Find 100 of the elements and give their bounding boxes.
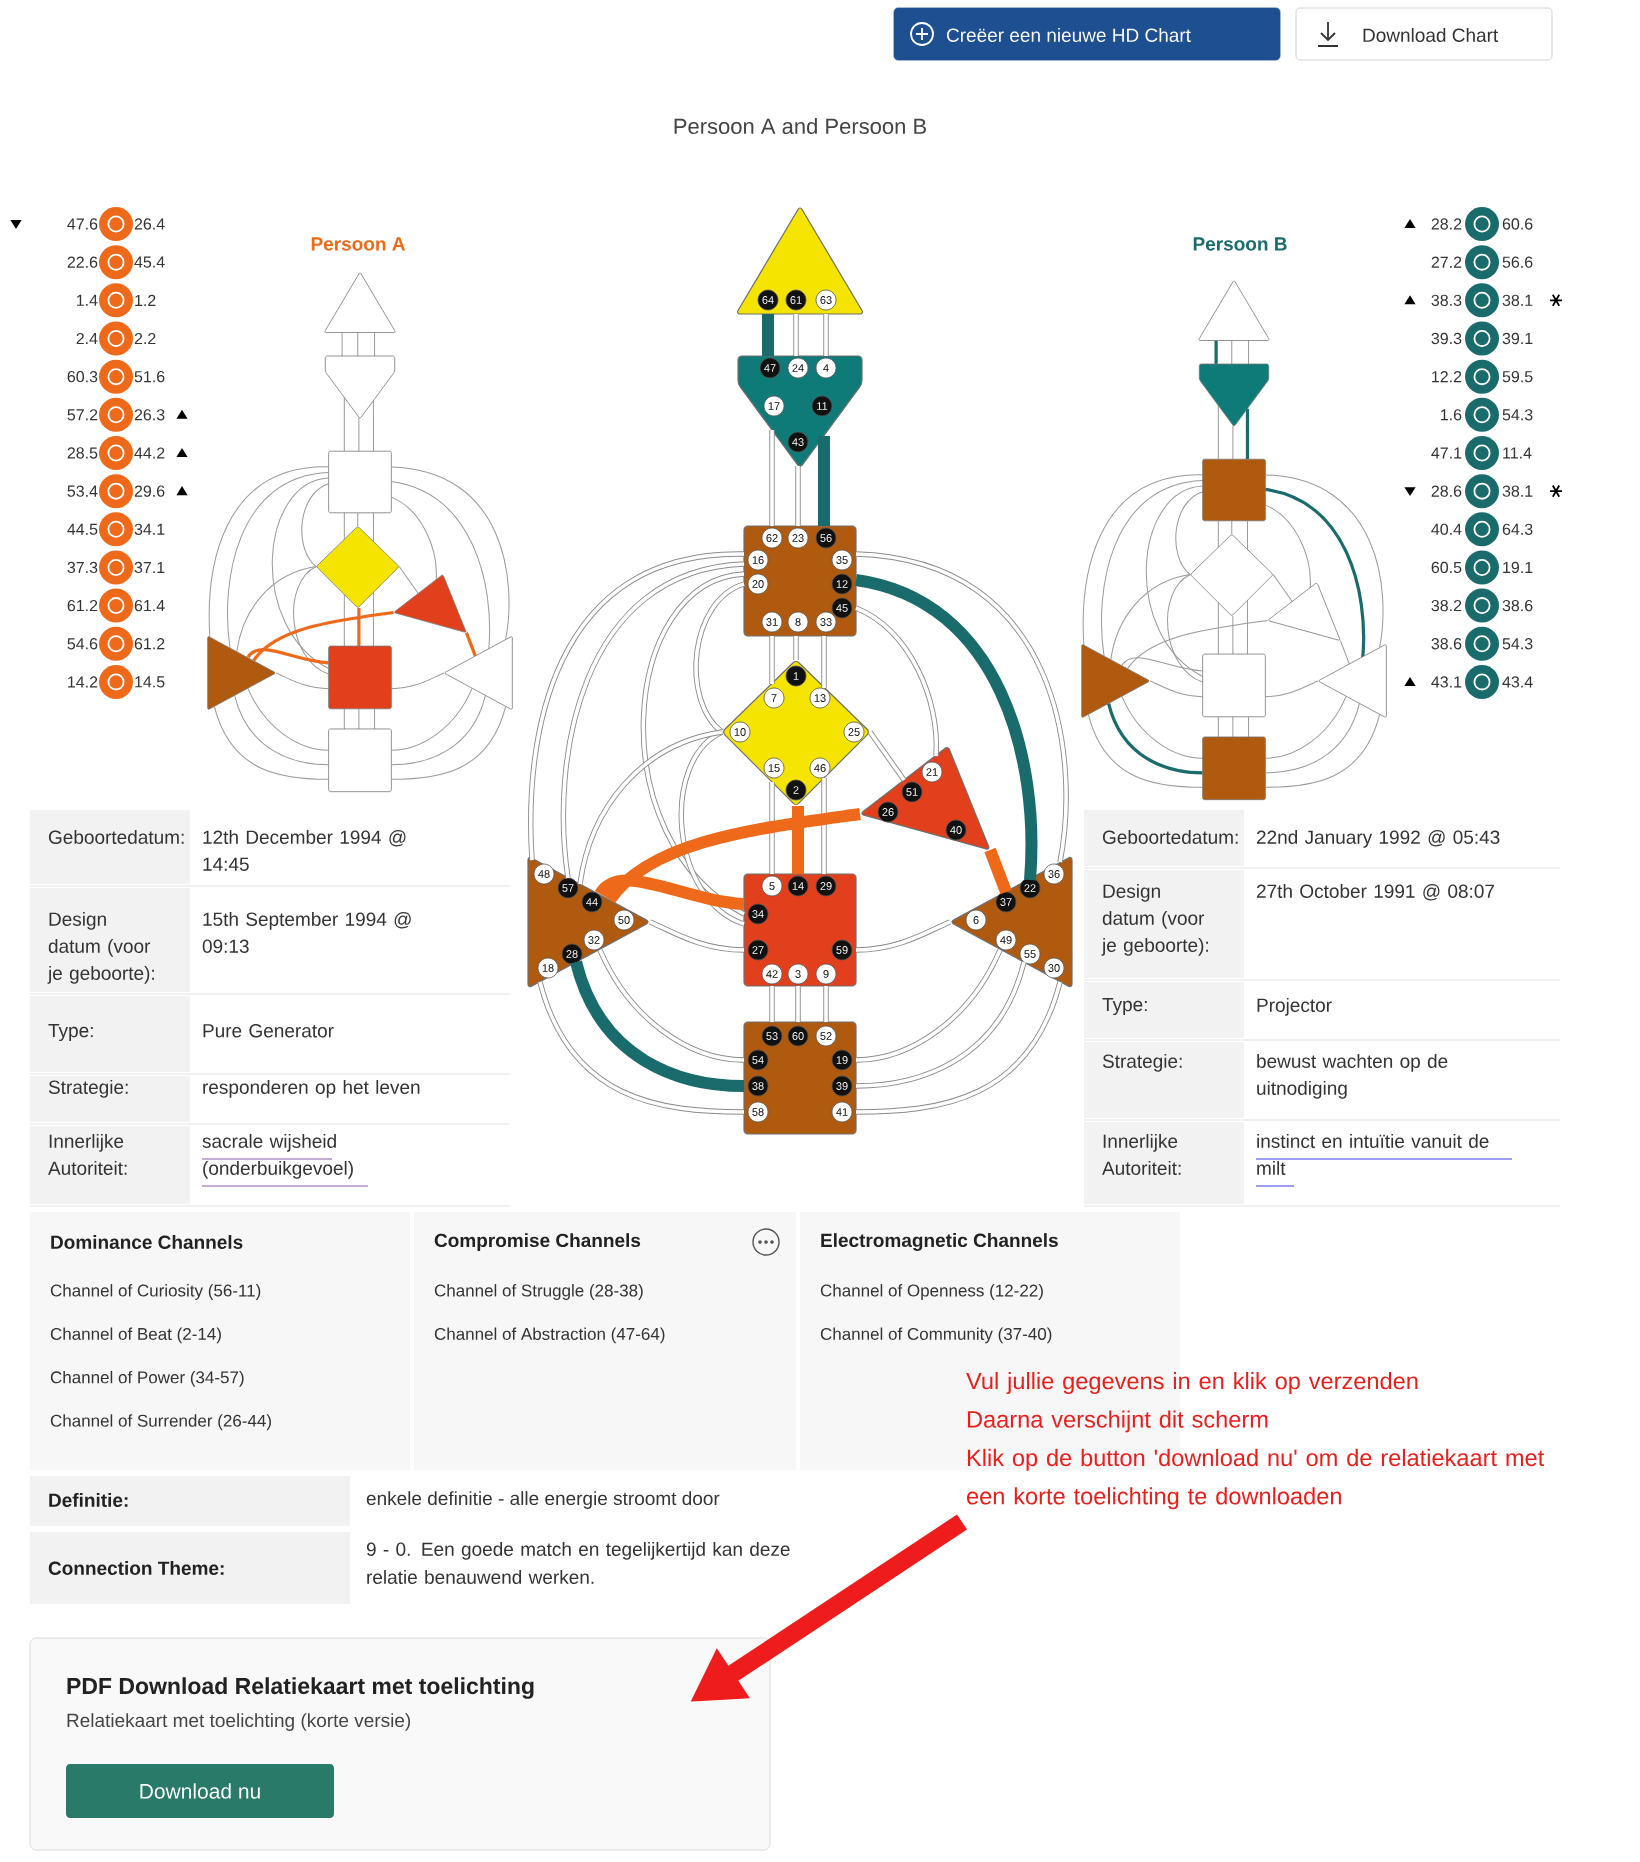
- channel-name: Channel of Beat (2-14): [50, 1327, 221, 1344]
- person-heading: Persoon A: [311, 237, 405, 251]
- channel-name: Channel of Surrender (26-44): [50, 1414, 271, 1431]
- position-value: 38.3: [1431, 294, 1462, 306]
- position-value: 27.2: [1431, 256, 1462, 268]
- channel-line: [678, 729, 746, 927]
- position-value: 1.2: [135, 294, 156, 306]
- channel-line: [769, 986, 775, 1022]
- position-value: 44.2: [134, 447, 165, 459]
- position-value: 54.3: [1502, 409, 1533, 421]
- position-value: 61.2: [67, 599, 98, 612]
- position-value: 61.2: [134, 638, 165, 650]
- channel-name: Channel of Abstraction (47-64): [434, 1327, 665, 1344]
- position-value: 29.6: [134, 485, 165, 497]
- position-value: 28.5: [67, 447, 98, 459]
- channel-line: [854, 574, 1038, 881]
- channel-line: [823, 314, 829, 356]
- position-value: 60.5: [1431, 561, 1462, 574]
- position-value: 28.6: [1431, 485, 1462, 497]
- channel-name: Channel of Curiosity (56-11): [50, 1284, 261, 1300]
- channel-line: [640, 571, 746, 917]
- triangle-center: [861, 747, 990, 850]
- position-value: 39.3: [1431, 332, 1462, 345]
- position-value: 26.3: [134, 409, 165, 421]
- column-heading: Electromagnetic Channels: [821, 1233, 1058, 1251]
- position-value: 43.1: [1431, 676, 1462, 688]
- position-value: 14.2: [68, 676, 98, 688]
- channel-name: Channel of Openness (12-22): [820, 1284, 1043, 1300]
- position-value: 47.1: [1431, 447, 1462, 459]
- position-value: 1.4: [77, 294, 98, 306]
- position-value: 38.1: [1502, 485, 1533, 497]
- channel-line: [855, 961, 1027, 1089]
- table-cell: Design datum (voor je geboorte):: [1084, 870, 1244, 978]
- table-cell: 22nd January 1992 @ 05:43: [1256, 830, 1500, 848]
- table-cell: Connection Theme:: [30, 1532, 350, 1604]
- position-value: 26.4: [134, 218, 165, 230]
- position-value: 57.2: [67, 409, 98, 421]
- table-cell: Strategie:: [30, 1076, 190, 1122]
- position-value: 39.1: [1502, 332, 1533, 345]
- button: Download nu: [66, 1764, 334, 1818]
- channel-line: [855, 981, 1063, 1115]
- channel-line: [648, 919, 745, 953]
- position-value: 51.6: [134, 371, 165, 383]
- position-value: 59.5: [1502, 371, 1533, 383]
- channel-line: [795, 986, 801, 1022]
- button: Download Chart: [1295, 7, 1553, 61]
- column-heading: Dominance Channels: [51, 1235, 243, 1249]
- channel-line: [560, 561, 745, 879]
- channel-line: [769, 636, 775, 684]
- channel-line: [528, 551, 745, 861]
- triangle-center: [737, 355, 863, 467]
- table-cell: Type:: [30, 996, 190, 1072]
- position-value: 1.6: [1441, 409, 1462, 421]
- square-center: [743, 1021, 857, 1135]
- channel-line: [769, 782, 775, 874]
- position-value: 38.6: [1502, 599, 1533, 612]
- position-value: 2.2: [134, 332, 156, 345]
- table-cell: bewust wachten op de uitnodiging: [1257, 1054, 1448, 1099]
- channel-line: [537, 981, 745, 1115]
- channel-line: [595, 874, 745, 910]
- table-cell: 15th September 1994 @ 09:13: [202, 912, 411, 953]
- position-value: 54.6: [67, 638, 98, 650]
- channel-line: [821, 636, 827, 688]
- position-value: 61.4: [134, 599, 165, 612]
- position-value: 28.2: [1431, 218, 1462, 230]
- channel-line: [795, 466, 801, 526]
- position-value: 44.5: [67, 523, 98, 535]
- position-value: 19.1: [1503, 561, 1533, 574]
- position-value: 45.4: [134, 256, 165, 268]
- link: sacrale wijsheid (onderbuikgevoel): [201, 1134, 369, 1187]
- channel-line: [570, 960, 745, 1092]
- column-heading: Compromise Channels: [434, 1233, 641, 1251]
- position-value: 14.5: [135, 676, 165, 688]
- position-value: 60.6: [1502, 218, 1533, 230]
- position-value: 38.6: [1431, 638, 1462, 650]
- table-cell: Geboortedatum:: [30, 810, 190, 884]
- channel-line: [855, 948, 1003, 1063]
- channel-line: [693, 581, 746, 734]
- table-cell: Innerlijke Autoriteit:: [30, 1126, 190, 1204]
- person-heading: Persoon B: [1193, 237, 1287, 251]
- position-value: 11.4: [1503, 447, 1532, 459]
- channel-line: [818, 436, 830, 526]
- table-cell: responderen op het leven: [203, 1080, 420, 1098]
- channel-line: [867, 730, 907, 782]
- table-cell: Type:: [1084, 982, 1244, 1038]
- position-value: 38.1: [1502, 294, 1533, 306]
- channel-line: [821, 778, 827, 874]
- channel-name: Channel of Community (37-40): [820, 1327, 1052, 1344]
- channel-line: [769, 430, 775, 526]
- position-value: 22.6: [67, 256, 98, 268]
- triangle-center: [951, 856, 1073, 988]
- channel-line: [793, 314, 799, 356]
- table-cell: Projector: [1257, 998, 1332, 1016]
- position-value: 64.3: [1502, 523, 1533, 535]
- channel-line: [854, 605, 939, 757]
- note-text: Vul jullie gegevens in en klik op verzenden Daarna verschijnt dit scherm Klik op de button 'download nu' om de relatiekaart met een korte toelichting te downloaden: [966, 1372, 1545, 1510]
- table-cell: 12th December 1994 @ 14:45: [203, 830, 406, 871]
- channel-name: Channel of Struggle (28-38): [434, 1284, 643, 1300]
- position-value: 40.4: [1431, 523, 1462, 535]
- table-cell: Strategie:: [1084, 1042, 1244, 1118]
